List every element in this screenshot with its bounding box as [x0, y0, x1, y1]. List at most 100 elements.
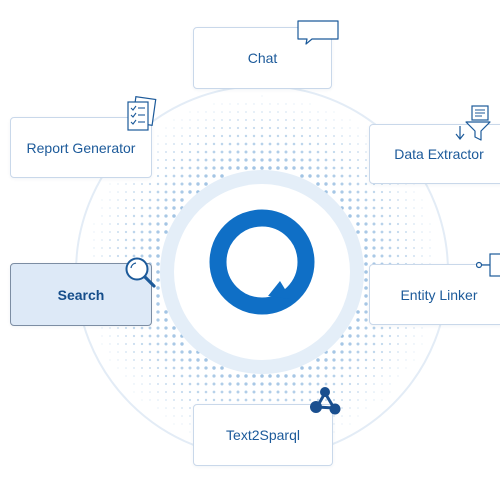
halo-dot: [349, 119, 351, 121]
halo-dot: [172, 334, 176, 338]
halo-dot: [276, 382, 280, 386]
halo-dot: [252, 382, 256, 386]
halo-dot: [300, 390, 304, 394]
halo-dot: [132, 222, 136, 226]
halo-dot: [364, 286, 368, 290]
halo-dot: [380, 254, 384, 258]
halo-dot: [188, 150, 192, 154]
node-text2sparql[interactable]: Text2Sparql: [193, 404, 333, 466]
halo-dot: [172, 206, 176, 210]
halo-dot: [196, 166, 200, 170]
halo-dot: [340, 158, 344, 162]
halo-dot: [332, 366, 336, 370]
halo-dot: [117, 215, 119, 217]
halo-dot: [164, 206, 168, 210]
halo-dot: [141, 391, 143, 393]
halo-dot: [173, 423, 175, 425]
halo-dot: [164, 334, 168, 338]
halo-dot: [164, 326, 168, 330]
halo-dot: [180, 166, 184, 170]
halo-dot: [292, 126, 296, 130]
halo-dot: [332, 358, 336, 362]
halo-dot: [348, 350, 352, 354]
halo-dot: [324, 158, 328, 162]
halo-dot: [228, 166, 232, 170]
halo-dot: [140, 254, 144, 258]
halo-dot: [300, 374, 304, 378]
halo-dot: [324, 366, 328, 370]
halo-dot: [340, 398, 344, 402]
halo-dot: [348, 150, 352, 154]
halo-dot: [180, 342, 184, 346]
halo-dot: [268, 142, 272, 146]
halo-dot: [125, 191, 127, 193]
halo-dot: [268, 374, 272, 378]
halo-dot: [268, 166, 272, 170]
node-search[interactable]: Search: [10, 263, 152, 326]
halo-dot: [317, 111, 319, 113]
halo-dot: [388, 342, 392, 346]
halo-dot: [372, 230, 376, 234]
halo-dot: [324, 398, 328, 402]
halo-dot: [101, 255, 103, 257]
halo-dot: [109, 255, 111, 257]
node-entity-linker[interactable]: Entity Linker: [369, 264, 500, 325]
halo-dot: [405, 199, 407, 201]
halo-dot: [157, 135, 159, 137]
halo-dot: [372, 214, 376, 218]
halo-dot: [396, 222, 400, 226]
halo-dot: [172, 158, 176, 162]
halo-dot: [276, 142, 280, 146]
halo-dot: [316, 366, 320, 370]
halo-dot: [164, 358, 168, 362]
halo-dot: [380, 342, 384, 346]
halo-dot: [253, 103, 255, 105]
halo-dot: [116, 254, 120, 258]
halo-dot: [189, 407, 191, 409]
halo-dot: [140, 350, 144, 354]
halo-dot: [172, 358, 176, 362]
halo-dot: [260, 134, 264, 138]
halo-dot: [189, 431, 191, 433]
halo-dot: [132, 230, 136, 234]
halo-dot: [148, 222, 152, 226]
halo-dot: [348, 182, 352, 186]
halo-dot: [373, 399, 375, 401]
halo-dot: [332, 150, 336, 154]
halo-dot: [212, 174, 216, 178]
halo-dot: [388, 198, 392, 202]
halo-dot: [156, 230, 160, 234]
halo-dot: [421, 207, 423, 209]
halo-dot: [157, 399, 159, 401]
halo-dot: [149, 391, 151, 393]
halo-dot: [356, 158, 360, 162]
halo-dot: [148, 366, 152, 370]
halo-dot: [228, 382, 232, 386]
halo-dot: [308, 174, 312, 178]
halo-dot: [388, 326, 392, 330]
halo-dot: [308, 374, 312, 378]
halo-dot: [300, 166, 304, 170]
halo-dot: [189, 119, 191, 121]
halo-dot: [228, 126, 232, 130]
halo-dot: [349, 415, 351, 417]
halo-dot: [405, 327, 407, 329]
halo-dot: [236, 398, 240, 402]
halo-dot: [309, 103, 311, 105]
halo-dot: [237, 103, 239, 105]
halo-dot: [364, 318, 368, 322]
halo-dot: [284, 126, 288, 130]
halo-dot: [117, 351, 119, 353]
halo-dot: [133, 359, 135, 361]
halo-dot: [332, 174, 336, 178]
halo-dot: [348, 198, 352, 202]
halo-dot: [173, 119, 175, 121]
halo-dot: [228, 158, 232, 162]
halo-dot: [172, 350, 176, 354]
halo-dot: [196, 382, 200, 386]
halo-dot: [204, 374, 208, 378]
halo-dot: [228, 398, 232, 402]
halo-dot: [308, 166, 312, 170]
halo-dot: [101, 215, 103, 217]
halo-dot: [372, 246, 376, 250]
